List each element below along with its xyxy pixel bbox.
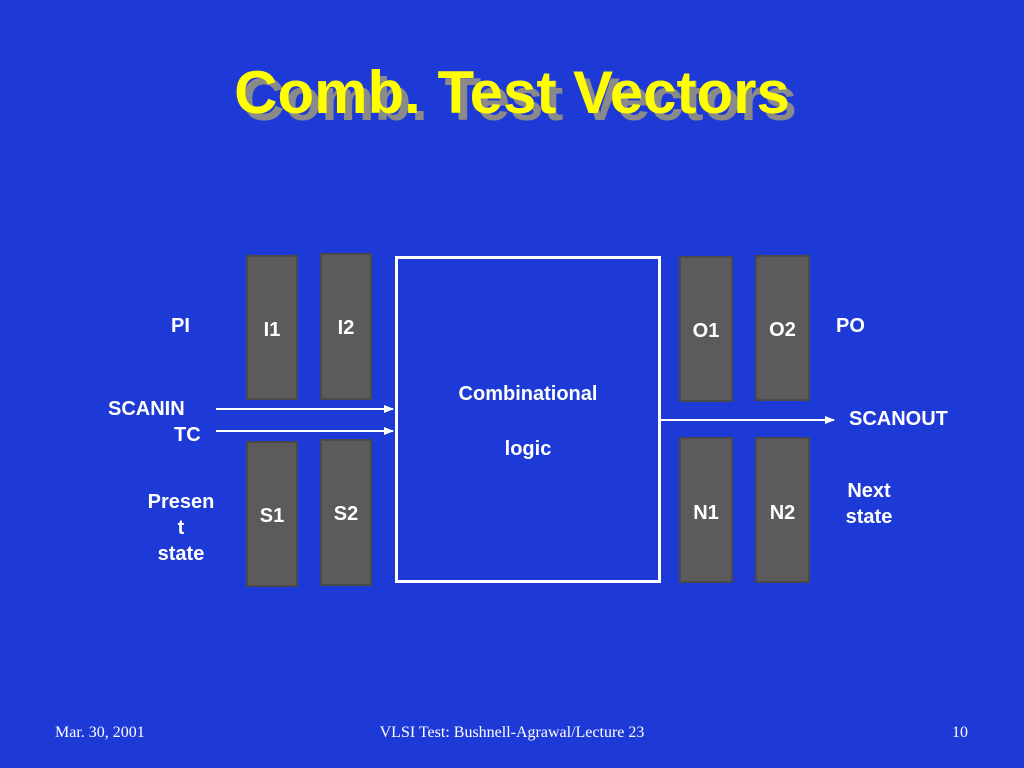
- footer-page-number: 10: [952, 724, 968, 741]
- block-n2-label: N2: [769, 502, 796, 524]
- block-i1-label: I1: [263, 319, 281, 341]
- next-state-line-2: state: [845, 506, 893, 528]
- block-n2: N2: [755, 437, 810, 583]
- block-s2-label: S2: [333, 503, 359, 525]
- block-i2: I2: [320, 253, 372, 400]
- block-o1: O1: [679, 256, 733, 402]
- footer-course: VLSI Test: Bushnell-Agrawal/Lecture 23: [379, 724, 645, 741]
- block-i1: I1: [246, 255, 298, 400]
- label-scanin: SCANIN: [108, 398, 185, 420]
- logic-line-2: logic: [504, 438, 552, 460]
- present-state-line-1: Presen: [147, 491, 215, 513]
- block-o2-label: O2: [769, 319, 796, 341]
- next-state-line-1: Next: [847, 480, 891, 502]
- logic-line-1: Combinational: [458, 383, 598, 405]
- slide-title: Comb. Test Vectors: [234, 59, 790, 126]
- block-o1-label: O1: [692, 320, 720, 342]
- label-pi: PI: [171, 315, 190, 337]
- label-scanout: SCANOUT: [849, 408, 948, 430]
- block-i2-label: I2: [337, 317, 355, 339]
- label-tc: TC: [174, 424, 201, 446]
- block-s1-label: S1: [259, 505, 285, 527]
- present-state-line-2: t: [177, 517, 185, 539]
- footer-date: Mar. 30, 2001: [55, 724, 145, 741]
- block-o2: O2: [755, 255, 810, 401]
- label-present-state: Presen t state: [130, 489, 232, 567]
- block-s2: S2: [320, 439, 372, 586]
- label-next-state: Next state: [828, 478, 910, 530]
- present-state-line-3: state: [157, 543, 205, 565]
- block-n1-label: N1: [693, 502, 719, 524]
- block-s1: S1: [246, 441, 298, 587]
- combinational-logic-box: Combinational logic: [395, 256, 661, 583]
- label-po: PO: [836, 315, 865, 337]
- block-n1: N1: [679, 437, 733, 583]
